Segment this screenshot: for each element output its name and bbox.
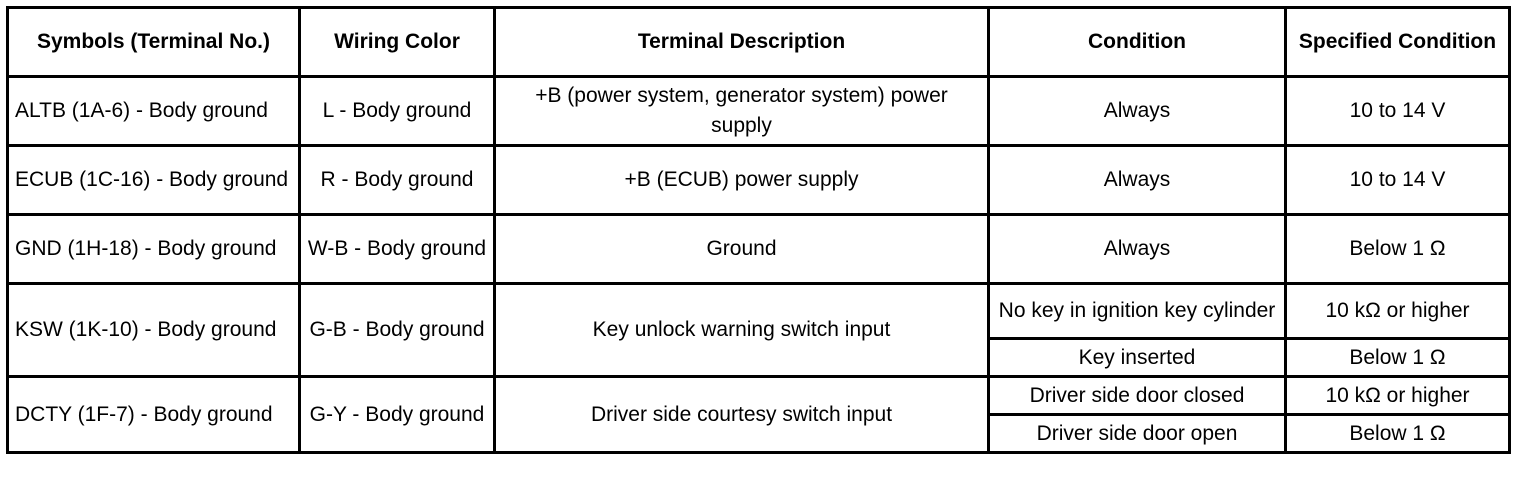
specified-cell: Below 1 Ω [1284,413,1511,454]
table-subrow: Driver side door open Below 1 Ω [8,413,1511,454]
specified-cell: 10 kΩ or higher [1284,375,1511,416]
header-wiring-color: Wiring Color [298,6,496,78]
symbol-cell: KSW (1K-10) - Body ground [6,282,301,378]
wiring-cell: W-B - Body ground [298,213,496,285]
table-subrow: Key inserted Below 1 Ω [8,337,1511,378]
description-cell: Driver side courtesy switch input [493,375,990,454]
table-row: DCTY (1F-7) - Body ground G-Y - Body gro… [6,375,1511,454]
condition-cell: Always [987,213,1287,285]
specified-cell: 10 kΩ or higher [1284,282,1511,340]
symbol-cell: DCTY (1F-7) - Body ground [6,375,301,454]
terminal-table: Symbols (Terminal No.) Wiring Color Term… [6,6,1511,454]
symbol-cell: GND (1H-18) - Body ground [6,213,301,285]
header-row: Symbols (Terminal No.) Wiring Color Term… [6,6,1511,78]
wiring-cell: R - Body ground [298,144,496,216]
wiring-cell: L - Body ground [298,75,496,147]
wiring-cell: G-Y - Body ground [298,375,496,454]
specified-cell: Below 1 Ω [1284,337,1511,378]
description-cell: Key unlock warning switch input [493,282,990,378]
description-cell: +B (power system, generator system) powe… [493,75,990,147]
symbol-cell: ALTB (1A-6) - Body ground [6,75,301,147]
description-cell: +B (ECUB) power supply [493,144,990,216]
table-row: ECUB (1C-16) - Body ground R - Body grou… [6,144,1511,216]
wiring-cell: G-B - Body ground [298,282,496,378]
table-row: GND (1H-18) - Body ground W-B - Body gro… [6,213,1511,285]
symbol-cell: ECUB (1C-16) - Body ground [6,144,301,216]
condition-cell: Key inserted [987,337,1287,378]
header-symbols: Symbols (Terminal No.) [6,6,301,78]
specified-cell: 10 to 14 V [1284,144,1511,216]
condition-cell: Always [987,75,1287,147]
header-terminal-description: Terminal Description [493,6,990,78]
condition-cell: Driver side door closed [987,375,1287,416]
table-row: ALTB (1A-6) - Body ground L - Body groun… [6,75,1511,147]
header-specified-condition: Specified Condition [1284,6,1511,78]
table-row: KSW (1K-10) - Body ground G-B - Body gro… [6,282,1511,378]
condition-cell: Always [987,144,1287,216]
condition-cell: No key in ignition key cylinder [987,282,1287,340]
specified-cell: Below 1 Ω [1284,213,1511,285]
condition-cell: Driver side door open [987,413,1287,454]
description-cell: Ground [493,213,990,285]
specified-cell: 10 to 14 V [1284,75,1511,147]
header-condition: Condition [987,6,1287,78]
